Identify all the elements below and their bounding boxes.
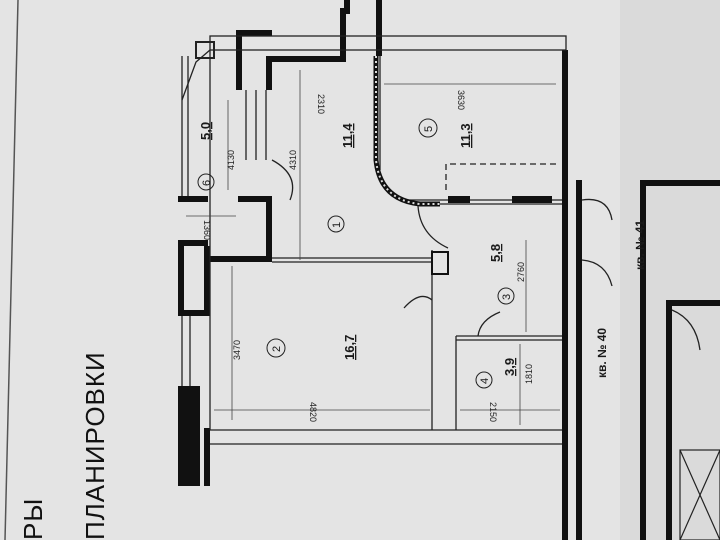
room-1-dim-b: 2310 — [316, 94, 326, 114]
apartment-40-label: кв. № 40 — [595, 328, 609, 378]
room-2-area: 16,7 — [342, 335, 357, 360]
room-2-dim-a: 3470 — [232, 340, 242, 360]
room-3-area: 5,8 — [488, 244, 503, 262]
hatched-wall-segment-2 — [448, 196, 470, 203]
heading-line-1: РЫ — [18, 498, 48, 540]
room-6-marker — [197, 173, 215, 191]
room-4-area: 3,9 — [502, 358, 517, 376]
room-2-dim-b: 4820 — [308, 402, 318, 422]
room-5-number: 5 — [423, 126, 435, 132]
column — [431, 251, 449, 275]
walls — [178, 0, 720, 540]
room-6-dim-b: 1360 — [202, 220, 212, 240]
room-2-marker — [266, 338, 286, 358]
room-3-number: 3 — [501, 294, 513, 300]
room-6-area: 5,0 — [198, 122, 213, 140]
room-2-number: 2 — [271, 346, 283, 352]
heading-block: РЫ ПЛАНИРОВКИ — [18, 351, 110, 540]
dimension-lines — [186, 70, 560, 425]
room-3-marker — [497, 287, 515, 305]
room-4-marker — [475, 371, 493, 389]
room-4-dim-b: 2150 — [488, 402, 498, 422]
room-5-marker — [418, 118, 438, 138]
apartment-41-label: кв. № 41 — [633, 220, 647, 270]
room-6-dim-a: 4130 — [226, 150, 236, 170]
room-4-number: 4 — [479, 378, 491, 384]
room-1-dim-a: 4310 — [288, 150, 298, 170]
hatched-wall-segment — [512, 196, 552, 203]
room-5-dim-a: 3630 — [456, 90, 466, 110]
room-1-area: 11,4 — [340, 123, 355, 148]
partitions — [181, 35, 701, 445]
heading-line-2: ПЛАНИРОВКИ — [80, 351, 110, 540]
room-3-dim-a: 2760 — [516, 262, 526, 282]
room-4-dim-a: 1810 — [524, 364, 534, 384]
paper-border-line — [4, 0, 19, 540]
room-6-number: 6 — [201, 180, 213, 186]
room-1-number: 1 — [331, 222, 343, 228]
curved-wall-hatch — [375, 56, 440, 205]
room-1-marker — [327, 215, 345, 233]
elevator-shaft — [679, 449, 720, 540]
room-5-area: 11,3 — [458, 123, 473, 148]
